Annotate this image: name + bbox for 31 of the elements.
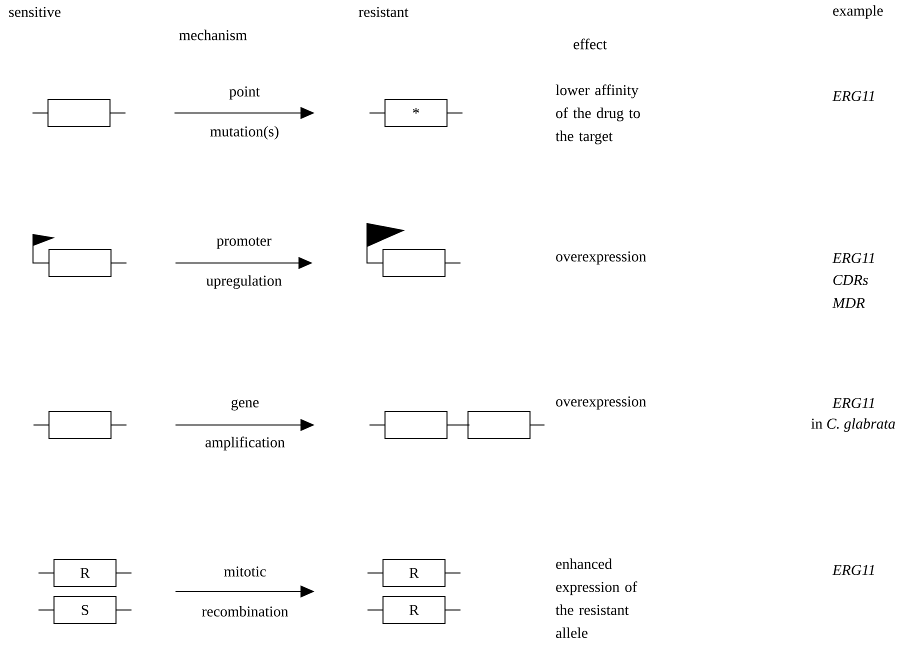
gene-box: * <box>369 99 463 127</box>
gene-box: R <box>367 559 461 587</box>
gene-box <box>382 249 461 277</box>
column-heading: resistant <box>358 6 408 18</box>
gene-box <box>369 411 470 439</box>
column-heading: example <box>833 5 883 19</box>
edge-label: promoter upregulation <box>206 237 282 289</box>
gene-box <box>468 411 545 439</box>
label-text: MDR <box>832 298 865 308</box>
gene-box: R <box>38 559 132 587</box>
gene-box: S <box>38 596 132 624</box>
gene-box <box>32 99 126 127</box>
label-text: overexpression <box>556 396 646 410</box>
gene-box: R <box>367 596 461 624</box>
edge-label: point mutation(s) <box>210 86 278 140</box>
edge-label: gene amplification <box>206 400 285 450</box>
label-text: ERG11 <box>832 252 874 264</box>
label-text: ERG11 <box>832 564 874 576</box>
gene-box <box>48 249 127 277</box>
gene-box <box>33 411 127 439</box>
label-text: overexpression <box>556 251 646 265</box>
column-heading: sensitive <box>9 6 60 18</box>
column-heading: effect <box>574 38 607 50</box>
label-text: in C. glabrata <box>811 418 895 432</box>
label-text: CDRs <box>833 274 868 286</box>
effect-text: lower affinity of the drug to the target <box>556 84 640 144</box>
column-heading: mechanism <box>179 30 247 40</box>
edge-label: mitotic recombination <box>202 566 288 617</box>
label-text: ERG11 <box>832 90 874 102</box>
label-text: ERG11 <box>832 398 874 408</box>
effect-text: enhanced expression of the resistant allele <box>556 558 638 638</box>
